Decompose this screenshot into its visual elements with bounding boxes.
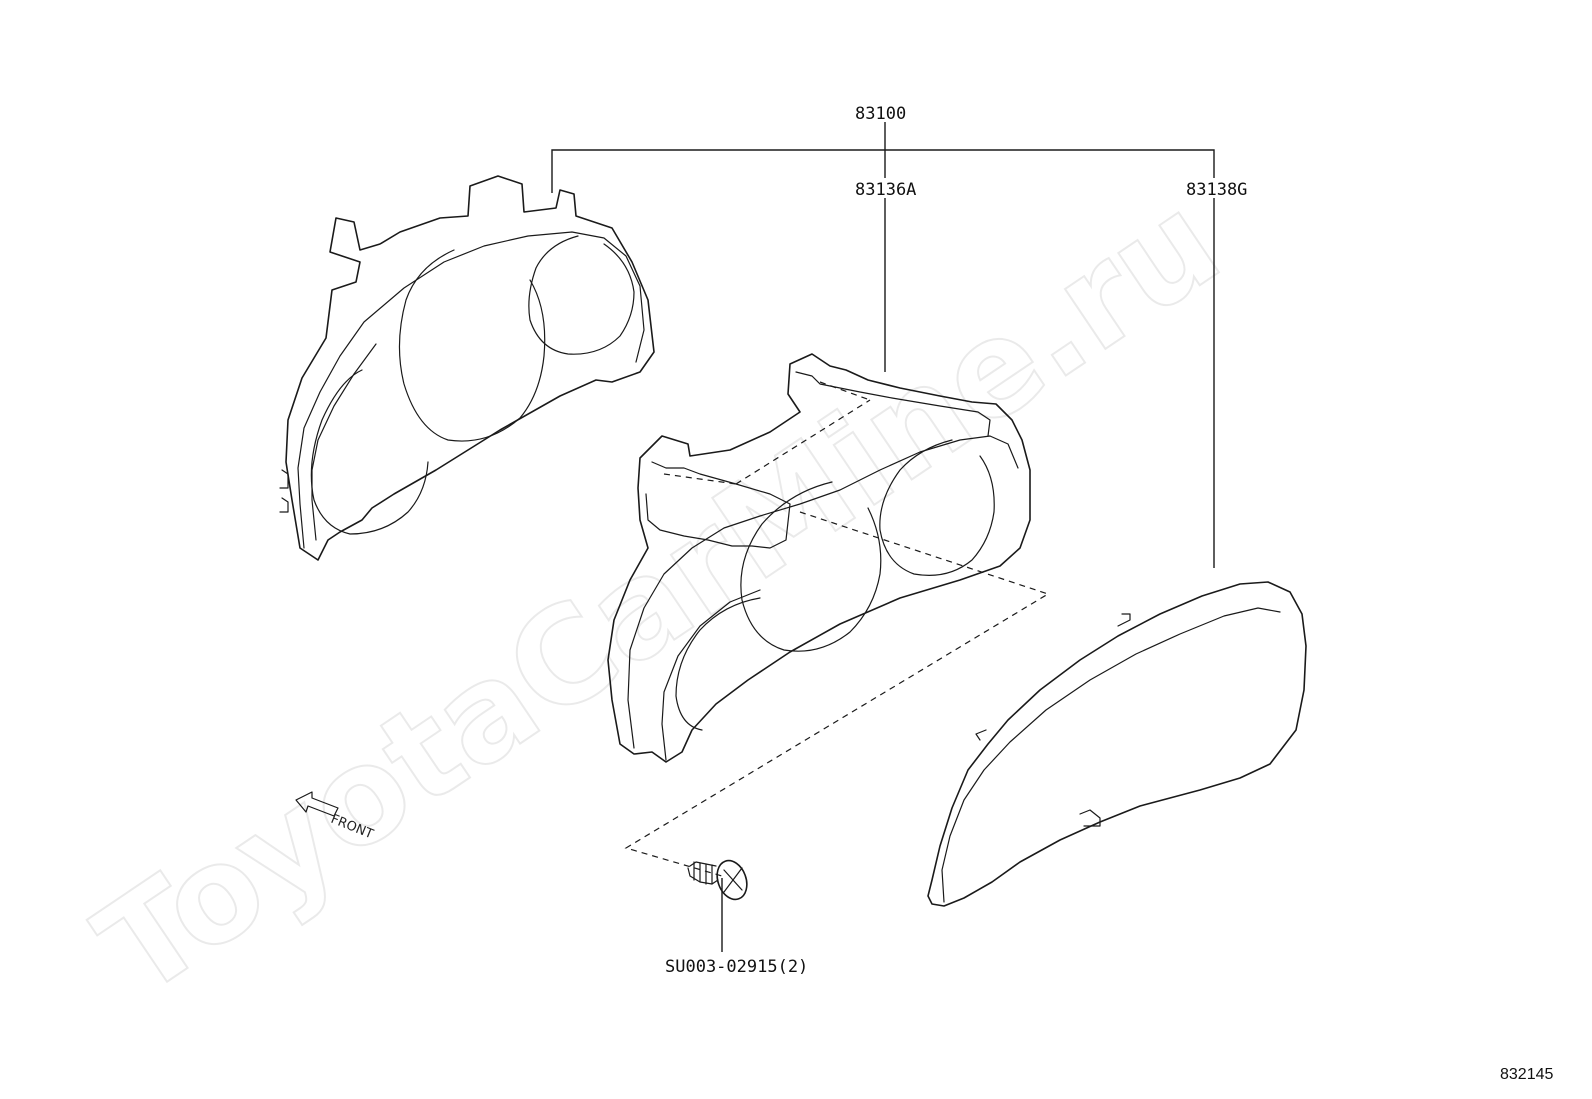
figure-number: 832145 (1500, 1066, 1553, 1083)
screw-cross (723, 867, 743, 893)
frame-assembly-dashes (624, 381, 1050, 877)
frame-outline (607, 353, 1031, 763)
frame-inner-left (661, 589, 761, 761)
meter-housing-drawing (279, 175, 655, 561)
leader-lines (551, 122, 1215, 952)
screw-drawing (687, 859, 748, 901)
screw-shank-upper (689, 861, 717, 867)
glass-frame-drawing (607, 353, 1050, 877)
frame-top-bracket (645, 461, 791, 549)
housing-inner-rim (297, 231, 645, 549)
frame-top-edge (795, 371, 991, 437)
frame-gauge-center (740, 481, 882, 652)
housing-inner-left (311, 343, 377, 541)
glass-inner-rim (941, 607, 1281, 903)
housing-gauge-center (398, 249, 546, 442)
part-label-83138g: 83138G (1186, 180, 1247, 200)
leader-83100-bracket (551, 149, 1215, 193)
housing-gauge-right (528, 235, 635, 355)
watermark: ToyotaCarMine.ru (71, 164, 1247, 1028)
housing-gauge-left (310, 369, 429, 535)
housing-outline (285, 175, 655, 561)
glass-clips (975, 613, 1131, 827)
part-label-screw: SU003-02915(2) (665, 957, 808, 977)
frame-inner-rim (627, 435, 1019, 749)
screw-head (716, 859, 748, 901)
part-label-83100: 83100 (855, 104, 906, 124)
front-arrow-icon (295, 791, 339, 817)
housing-clips (279, 469, 289, 513)
glass-outline (927, 581, 1307, 907)
watermark-text: ToyotaCarMine.ru (72, 165, 1246, 1027)
cover-glass-drawing (927, 581, 1307, 907)
part-label-83136a: 83136A (855, 180, 916, 200)
frame-gauge-left (675, 597, 761, 731)
screw-threads (693, 861, 713, 885)
frame-gauge-right (879, 439, 995, 576)
screw-shank-lower (687, 867, 719, 885)
